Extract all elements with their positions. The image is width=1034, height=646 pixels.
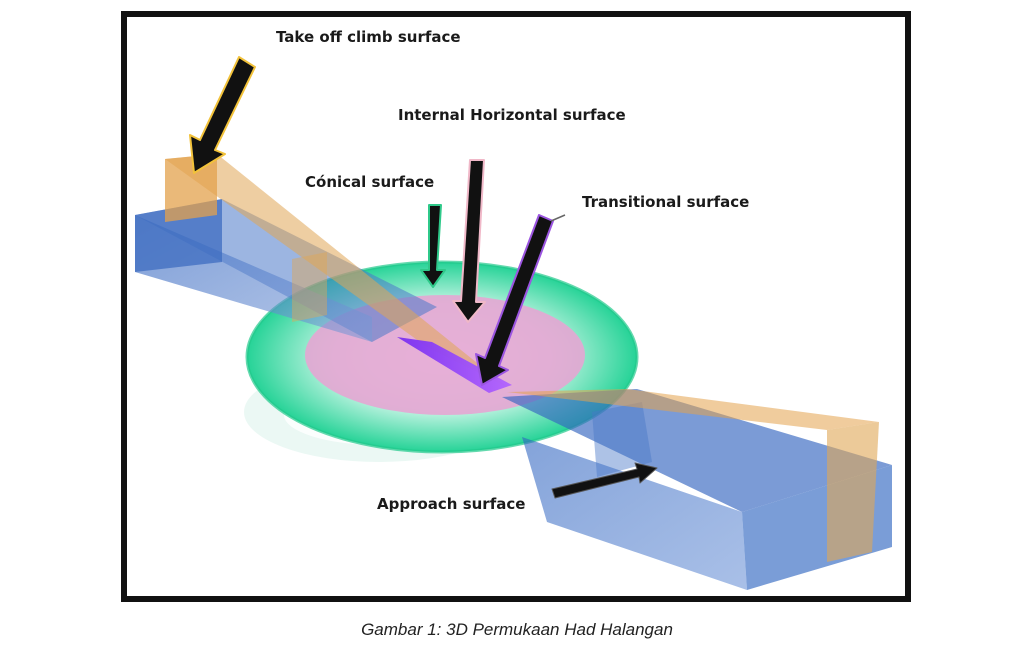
obstacle-surfaces-diagram: Take off climb surface Internal Horizont…	[135, 28, 892, 590]
takeoff-orange-side	[292, 252, 327, 322]
label-approach-surface: Approach surface	[377, 495, 525, 513]
approach-blue-volume-inner	[592, 402, 652, 477]
figure-caption: Gambar 1: 3D Permukaan Had Halangan	[361, 620, 673, 639]
label-conical-surface: Cónical surface	[305, 173, 434, 191]
transitional-arrow-tail	[550, 214, 566, 222]
arrow-conical	[420, 204, 446, 288]
arrow-internal-horizontal	[452, 159, 486, 323]
conical-surface-rim	[245, 260, 639, 454]
label-takeoff-climb-surface: Take off climb surface	[276, 28, 461, 46]
takeoff-orange-end	[165, 154, 217, 222]
diagram-frame: Take off climb surface Internal Horizont…	[121, 11, 911, 602]
approach-blue-volume-top	[502, 389, 892, 512]
approach-blue-volume-front	[522, 437, 747, 590]
label-internal-horizontal-surface: Internal Horizontal surface	[398, 106, 626, 124]
arrow-takeoff	[189, 56, 256, 174]
arrow-transitional	[475, 214, 554, 386]
label-transitional-surface: Transitional surface	[582, 193, 749, 211]
arrow-approach	[551, 462, 658, 499]
takeoff-orange-plane	[165, 154, 507, 387]
approach-orange-end	[827, 422, 879, 562]
approach-orange-plane	[507, 389, 879, 430]
